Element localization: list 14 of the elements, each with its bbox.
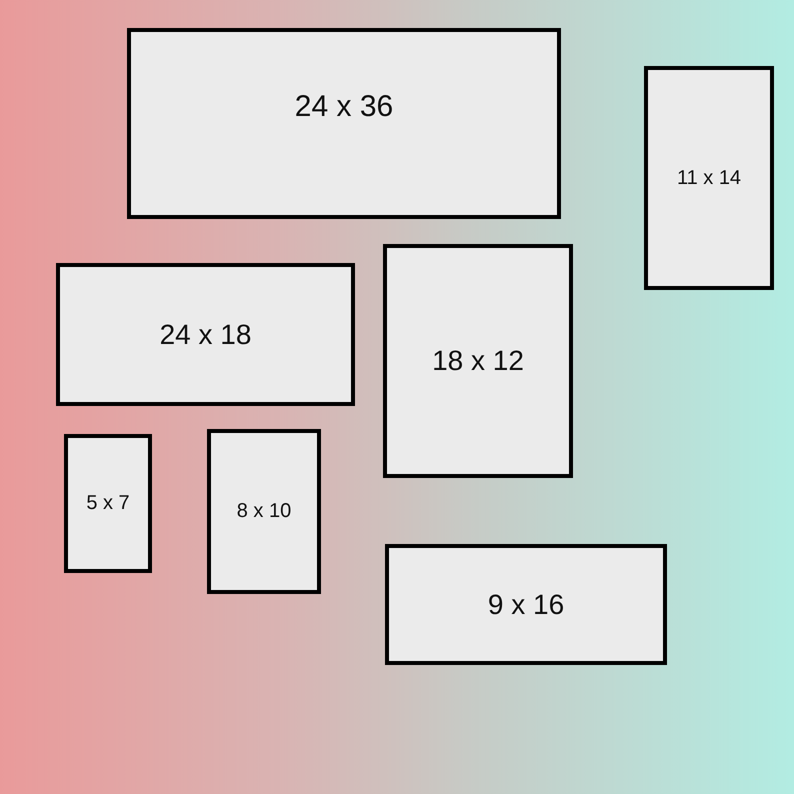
size-label: 8 x 10 (236, 500, 292, 523)
size-label: 11 x 14 (676, 166, 742, 190)
size-label: 24 x 36 (294, 90, 394, 124)
picture-frame (64, 434, 152, 573)
size-label: 9 x 16 (488, 588, 564, 620)
picture-frame (56, 263, 355, 406)
size-label: 24 x 18 (160, 318, 252, 350)
picture-frame (383, 244, 573, 478)
size-label: 18 x 12 (432, 345, 524, 377)
size-label: 5 x 7 (86, 492, 130, 515)
picture-frame (207, 429, 321, 594)
picture-frame (127, 28, 561, 219)
picture-frame (644, 66, 774, 290)
picture-frame (385, 544, 667, 665)
